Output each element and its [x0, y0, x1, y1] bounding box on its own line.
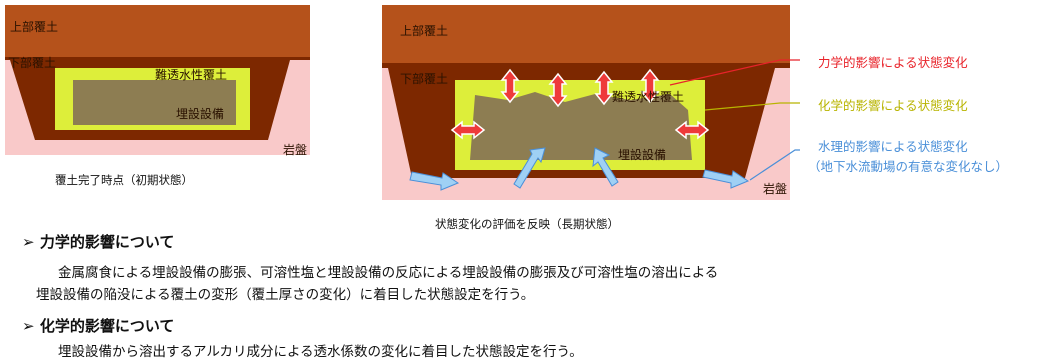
mechanical-arrow [450, 120, 486, 140]
hydraulic-legend: 水理的影響による状態変化 [818, 139, 968, 154]
hydraulic-legend-note: （地下水流動場の有意な変化なし） [808, 159, 1009, 174]
long-term-state-figure: 上部覆土 下部覆土 難透水性覆土 埋設設備 岩盤 [380, 0, 800, 205]
buried-facility [470, 92, 692, 160]
hydraulic-leader-line [749, 149, 800, 181]
lower-cover-label: 下部覆土 [400, 72, 449, 86]
long-term-cross-section [382, 5, 800, 200]
initial-state-caption: 覆土完了時点（初期状態） [55, 173, 193, 187]
hydraulic-arrow [513, 147, 546, 189]
chemical-section-line-1: 埋設設備から溶出するアルカリ成分による透水係数の変化に着目した状態設定を行う。 [58, 344, 583, 360]
mechanical-arrow [640, 68, 660, 104]
initial-state-cross-section [5, 5, 310, 155]
section-title-text: 化学的影響について [39, 317, 175, 335]
initial-state-figure: 上部覆土 下部覆土 難透水性覆土 埋設設備 岩盤 覆土完了時点（初期状態） [0, 0, 320, 187]
mechanical-section-line-2: 埋設設備の陥没による覆土の変形（覆土厚さの変化）に着目した状態設定を行う。 [36, 287, 535, 303]
hydraulic-arrows [409, 147, 750, 191]
mechanical-legend: 力学的影響による状態変化 [818, 55, 968, 70]
bullet-arrow-icon: ➢ [22, 317, 35, 335]
hydraulic-arrow [702, 169, 750, 189]
mechanical-arrow [594, 70, 614, 106]
barrier-label: 難透水性覆土 [155, 68, 228, 82]
mechanical-section-line-1: 金属腐食による埋設設備の膨張、可溶性塩と埋設設備の反応による埋設設備の膨張及び可… [58, 265, 719, 281]
mechanical-leader-line [669, 59, 800, 86]
section-title-text: 力学的影響について [39, 233, 175, 251]
hydraulic-arrow [592, 147, 619, 187]
chemical-legend: 化学的影響による状態変化 [818, 98, 968, 113]
legend-leader-lines [669, 59, 800, 181]
upper-cover-layer [382, 5, 790, 63]
bedrock-label: 岩盤 [283, 143, 308, 157]
upper-cover-label: 上部覆土 [400, 24, 449, 38]
buried-facility [73, 80, 236, 125]
mechanical-arrows [450, 68, 710, 140]
bullet-arrow-icon: ➢ [22, 233, 35, 251]
upper-cover-label: 上部覆土 [10, 20, 59, 34]
chemical-section-title: ➢ 化学的影響について [22, 315, 174, 336]
hydraulic-arrow [409, 171, 460, 191]
long-term-state-caption: 状態変化の評価を反映（長期状態） [435, 217, 619, 231]
barrier-label: 難透水性覆土 [612, 90, 685, 104]
mechanical-section-title: ➢ 力学的影響について [22, 231, 174, 252]
upper-cover-layer [5, 5, 310, 57]
facility-label: 埋設設備 [618, 148, 667, 162]
mechanical-arrow [674, 120, 710, 140]
lower-cover-label: 下部覆土 [8, 56, 57, 70]
facility-label: 埋設設備 [176, 107, 225, 121]
mechanical-arrow [548, 72, 568, 108]
bedrock-label: 岩盤 [763, 182, 788, 196]
mechanical-arrow [500, 68, 520, 104]
chemical-leader-line [704, 102, 800, 111]
